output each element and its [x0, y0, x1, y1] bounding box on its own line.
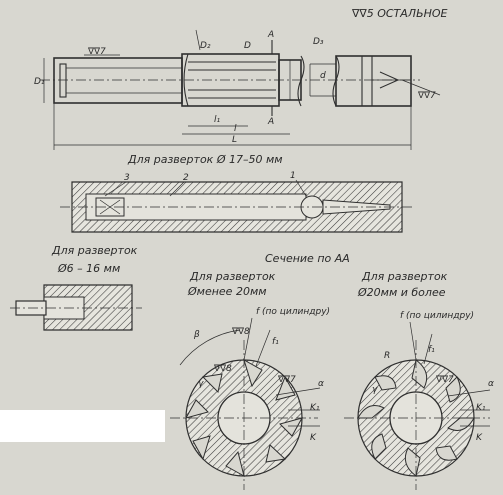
finish-mark-tail: ∇∇7 [417, 91, 436, 101]
f-left: f (по цилиндру) [256, 307, 330, 317]
right-section-caption-2: Ø20мм и более [357, 286, 446, 299]
part-2: 2 [183, 173, 189, 183]
small-reamer-view [10, 284, 142, 331]
gamma-right: γ [372, 385, 378, 395]
right-section-caption-1: Для разверток [361, 270, 448, 283]
dim-L: L [232, 135, 237, 145]
main-view-dimensions: ∇∇7 D₁ D₂ D А А D₃ d l₁ l L [34, 29, 412, 150]
dim-l: l [234, 124, 237, 134]
K1-left: K₁ [310, 403, 320, 413]
K1-right: K₁ [476, 403, 486, 413]
alpha-right: α [488, 379, 494, 389]
left-section-caption-1: Для разверток [189, 270, 276, 283]
dim-D3: D₃ [313, 37, 324, 47]
left-cross-section [170, 317, 321, 490]
gamma-left: γ [198, 379, 204, 389]
section-mark-A-top: А [267, 30, 274, 40]
K-left: K [310, 433, 317, 443]
section-mark-A-bottom: А [267, 117, 274, 127]
part-1: 1 [290, 171, 296, 181]
finish-mark-right: ∇∇7 [435, 375, 454, 385]
caption-small-line1: Для разверток [51, 244, 138, 257]
caption-main: Для разверток Ø 17–50 мм [127, 153, 283, 166]
part-3: 3 [124, 173, 130, 183]
dim-D1: D₁ [34, 77, 45, 87]
left-section-caption-2: Øменее 20мм [187, 285, 267, 298]
dim-D2: D₂ [200, 41, 211, 51]
angle-beta: β [193, 330, 200, 340]
finish-mark-left-a: ∇∇8 [213, 364, 232, 374]
right-cross-section [344, 321, 491, 490]
finish-mark-left-b: ∇∇8 [231, 327, 250, 337]
surface-finish-note: ∇∇5 ОСТАЛЬНОЕ [351, 7, 448, 20]
f-right: f (по цилиндру) [400, 311, 474, 321]
finish-mark-left-c: ∇∇7 [277, 375, 296, 385]
dim-l1: l₁ [214, 115, 221, 125]
K-right: K [476, 433, 483, 443]
blank-label-area [0, 410, 165, 442]
dim-d: d [320, 71, 326, 81]
f1-left: f₁ [272, 337, 279, 347]
f1-right: f₁ [428, 345, 435, 355]
section-title: Сечение по АА [265, 252, 350, 265]
finish-mark-shank: ∇∇7 [87, 47, 106, 57]
dim-D: D [244, 41, 251, 51]
caption-small-line2: Ø6 – 16 мм [57, 262, 120, 275]
reamer-side-view: ∇∇7 [40, 53, 441, 107]
holder-section-view: 3 2 1 [60, 171, 412, 233]
alpha-left: α [318, 379, 324, 389]
radius-R: R [384, 351, 390, 361]
